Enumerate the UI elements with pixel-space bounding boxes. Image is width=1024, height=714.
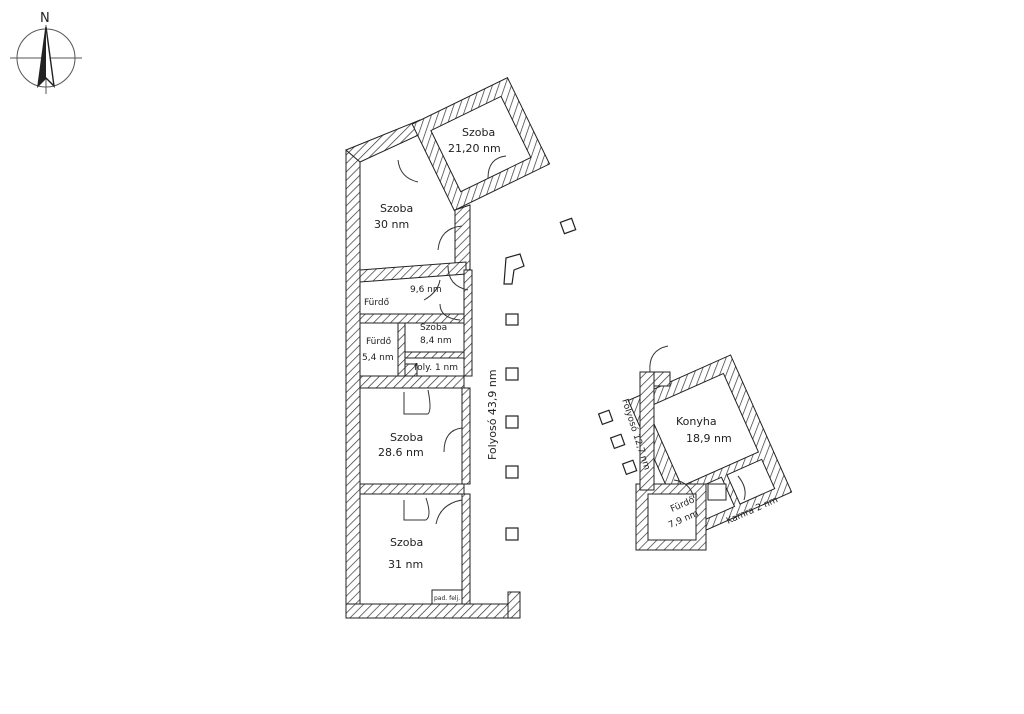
east-pillars bbox=[597, 409, 638, 476]
room-area-furdo-54: 5,4 nm bbox=[362, 353, 394, 363]
room-area-furdo-96: 9,6 nm bbox=[410, 285, 442, 295]
room-area-szoba-84: 8,4 nm bbox=[420, 336, 452, 346]
room-area-szoba-31: 31 nm bbox=[388, 558, 423, 571]
room-name-furdo-96: Fürdő bbox=[364, 298, 390, 308]
floor-hatch-box bbox=[431, 589, 463, 605]
corridor-pillars bbox=[503, 217, 577, 541]
room-area-szoba-30: 30 nm bbox=[374, 218, 409, 231]
north-label: N bbox=[40, 11, 50, 26]
pad-label: pad. felj. bbox=[434, 595, 460, 602]
room-area-konyha: 18,9 nm bbox=[686, 432, 732, 445]
room-name-konyha: Konyha bbox=[676, 415, 717, 428]
room-area-szoba-286: 28.6 nm bbox=[378, 446, 424, 459]
room-name-szoba-286: Szoba bbox=[390, 431, 423, 444]
room-name-szoba-31: Szoba bbox=[390, 536, 423, 549]
east-doors bbox=[649, 345, 746, 501]
room-name-szoba-30: Szoba bbox=[380, 202, 413, 215]
room-area-szoba-top: 21,20 nm bbox=[448, 142, 501, 155]
main-building-walls bbox=[345, 76, 551, 619]
east-building-walls bbox=[627, 354, 793, 551]
room-name-szoba-84: Szoba bbox=[420, 323, 447, 333]
north-arrow-icon: N bbox=[10, 11, 82, 94]
corridor-label-main: Folyosó 43,9 nm bbox=[486, 369, 499, 460]
room-name-furdo-54: Fürdő bbox=[366, 337, 392, 347]
room-name-szoba-top: Szoba bbox=[462, 126, 495, 139]
room-label-foly-1: foly. 1 nm bbox=[414, 363, 458, 373]
doors bbox=[397, 155, 507, 525]
